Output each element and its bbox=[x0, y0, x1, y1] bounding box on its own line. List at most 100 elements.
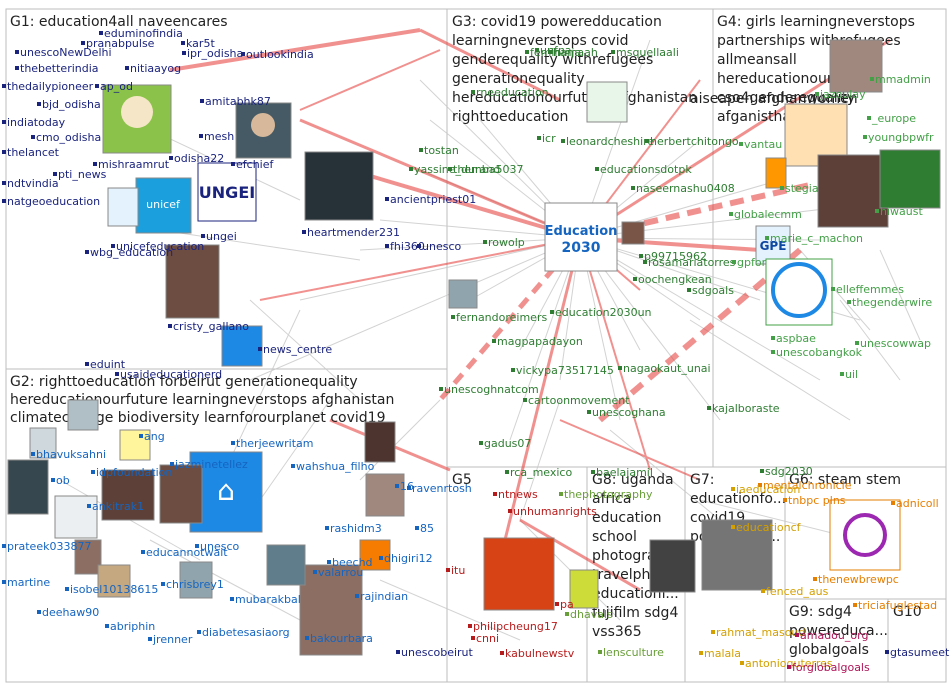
node-label: educannotwait bbox=[146, 546, 228, 559]
node-label: femininja bbox=[530, 46, 582, 59]
node-label: rashidm3 bbox=[330, 522, 382, 535]
node-label: heartmender231 bbox=[307, 226, 401, 239]
node-label: mesh bbox=[204, 130, 235, 143]
node-label: dhavals bbox=[570, 608, 613, 621]
node-label: unescoghnatcom bbox=[444, 383, 539, 396]
node-label: cnni bbox=[476, 632, 500, 645]
node-dot bbox=[500, 651, 504, 655]
node-dot bbox=[199, 134, 203, 138]
node-dot bbox=[471, 90, 475, 94]
node-label: _europe bbox=[872, 112, 916, 125]
group-title-g1: G1: education4all naveencares bbox=[10, 14, 228, 30]
node-label: indiatoday bbox=[7, 116, 66, 129]
node-label: thenewbrewpc bbox=[818, 573, 899, 586]
node-dot bbox=[732, 260, 736, 264]
node-dot bbox=[417, 244, 421, 248]
svg-text:Education: Education bbox=[545, 224, 618, 239]
node-label: ravenrtosh bbox=[412, 482, 472, 495]
svg-text:GPE: GPE bbox=[760, 239, 787, 253]
node-dot bbox=[31, 452, 35, 456]
node-label: deehaw90 bbox=[42, 606, 100, 619]
group-title-line: africa bbox=[592, 491, 631, 507]
image-nodes: unicef UNGEI Education 2030 GPE ⌂ bbox=[7, 39, 941, 656]
node-label: nitiaayog bbox=[130, 62, 182, 75]
node-dot bbox=[37, 610, 41, 614]
node-label: antonioguterres bbox=[745, 657, 833, 670]
node-dot bbox=[731, 487, 735, 491]
node-dot bbox=[771, 350, 775, 354]
group-title-line: G9: sdg4 bbox=[789, 604, 852, 620]
node-dot bbox=[699, 651, 703, 655]
node-label: idpfoundation bbox=[96, 466, 173, 479]
node-dot bbox=[891, 501, 895, 505]
node-dot bbox=[548, 50, 552, 54]
svg-text:UNGEI: UNGEI bbox=[199, 183, 255, 202]
node-dot bbox=[446, 568, 450, 572]
node-dot bbox=[168, 324, 172, 328]
node-g2-photo-4 bbox=[364, 421, 396, 463]
node-dot bbox=[379, 556, 383, 560]
node-label: fenced_aus bbox=[766, 585, 829, 598]
node-dot bbox=[241, 52, 245, 56]
node-dot bbox=[587, 410, 591, 414]
node-dot bbox=[81, 41, 85, 45]
node-g2-photo-7 bbox=[54, 495, 98, 539]
node-dot bbox=[15, 66, 19, 70]
node-g6-steam-logo bbox=[829, 499, 901, 571]
node-label: dhigiri12 bbox=[384, 552, 433, 565]
node-g2-photo-2 bbox=[67, 399, 99, 431]
node-label: icr bbox=[542, 132, 556, 145]
node-label: eduminofindia bbox=[104, 27, 183, 40]
node-dot bbox=[639, 254, 643, 258]
group-title-line: G7: bbox=[690, 472, 714, 488]
node-dot bbox=[419, 148, 423, 152]
node-label: ankitrak1 bbox=[92, 500, 145, 513]
node-dot bbox=[565, 612, 569, 616]
node-dot bbox=[505, 470, 509, 474]
node-dot bbox=[760, 469, 764, 473]
node-dot bbox=[711, 630, 715, 634]
node-dot bbox=[291, 464, 295, 468]
node-label: pa bbox=[560, 598, 574, 611]
node-dot bbox=[813, 577, 817, 581]
node-label: 85 bbox=[420, 522, 434, 535]
node-dot bbox=[258, 347, 262, 351]
node-dot bbox=[537, 136, 541, 140]
group-title-line: fujifilm sdg4 bbox=[592, 605, 678, 621]
node-label: prateek033877 bbox=[7, 540, 92, 553]
node-label: ap_od bbox=[100, 80, 133, 93]
node-label: stegia bbox=[785, 182, 819, 195]
node-dot bbox=[815, 92, 819, 96]
node-bakourbara-photo bbox=[299, 564, 363, 656]
node-dot bbox=[598, 650, 602, 654]
node-label: odisha22 bbox=[174, 152, 225, 165]
node-g2-photo-10 bbox=[179, 561, 213, 599]
node-label: cartoonmovement bbox=[528, 394, 630, 407]
node-label: educationcf bbox=[736, 521, 801, 534]
node-label: pranabpulse bbox=[86, 37, 155, 50]
node-label: youngbpwfr bbox=[868, 131, 934, 144]
node-dot bbox=[780, 186, 784, 190]
node-label: mmadmin bbox=[875, 73, 931, 86]
node-label: tnbpc plns bbox=[788, 494, 846, 507]
node-label: martine bbox=[7, 576, 51, 589]
node-label: leonardcheshire bbox=[566, 135, 655, 148]
group-title-line: G4: girls learningneverstops bbox=[717, 14, 915, 30]
group-title-line: school bbox=[592, 529, 637, 545]
node-dot bbox=[731, 525, 735, 529]
svg-text:unicef: unicef bbox=[146, 198, 181, 211]
node-dot bbox=[2, 84, 6, 88]
node-label: unesco bbox=[422, 240, 462, 253]
node-label: kar5t bbox=[186, 37, 215, 50]
node-g2-photo-13 bbox=[365, 473, 405, 517]
node-dot bbox=[148, 637, 152, 641]
node-label: unesco bbox=[200, 540, 240, 553]
node-label: ntnews bbox=[498, 488, 538, 501]
node-dot bbox=[305, 636, 309, 640]
group-title-line: afganisthan bbox=[717, 109, 800, 125]
group-title-g2: G2: righttoeducation forbeirut generatio… bbox=[10, 374, 399, 426]
node-dot bbox=[2, 580, 6, 584]
node-label: herbertchitongo bbox=[650, 135, 739, 148]
node-dot bbox=[687, 288, 691, 292]
group-title-line: powereduca... bbox=[789, 623, 888, 639]
